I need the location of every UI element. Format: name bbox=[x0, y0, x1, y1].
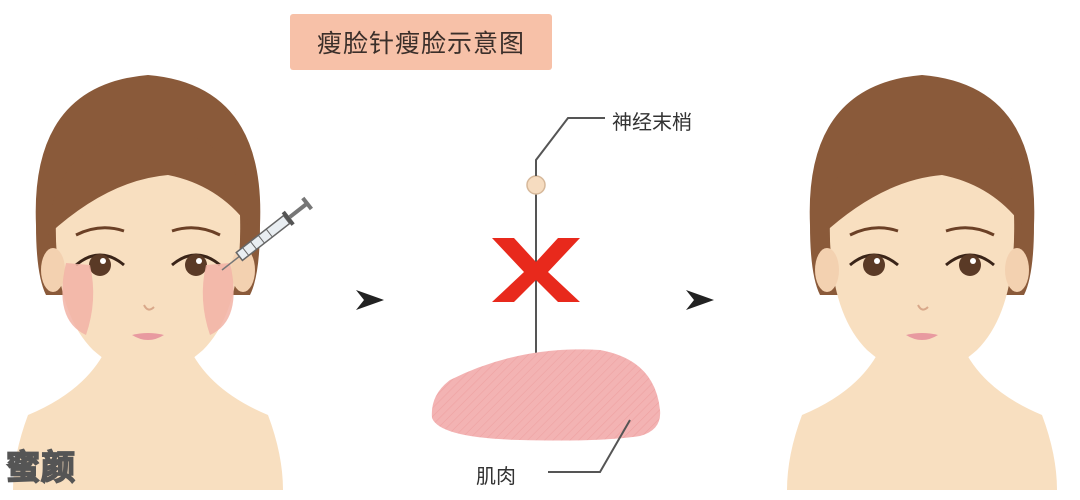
cross-mark-icon bbox=[492, 238, 580, 302]
muscle-label: 肌肉 bbox=[476, 464, 516, 488]
arrow-right-icon bbox=[356, 290, 384, 310]
nerve-ending-label: 神经末梢 bbox=[612, 110, 692, 134]
syringe-icon bbox=[221, 196, 313, 271]
before-face bbox=[11, 73, 285, 492]
nerve-muscle-diagram bbox=[431, 117, 661, 473]
muscle-shape bbox=[431, 349, 661, 441]
after-face bbox=[785, 73, 1059, 492]
nerve-ending bbox=[526, 175, 546, 195]
diagram-title: 瘦脸针瘦脸示意图 bbox=[290, 14, 552, 70]
arrow-right-icon bbox=[686, 290, 714, 310]
watermark-logo: 蜜颜 bbox=[5, 447, 76, 489]
